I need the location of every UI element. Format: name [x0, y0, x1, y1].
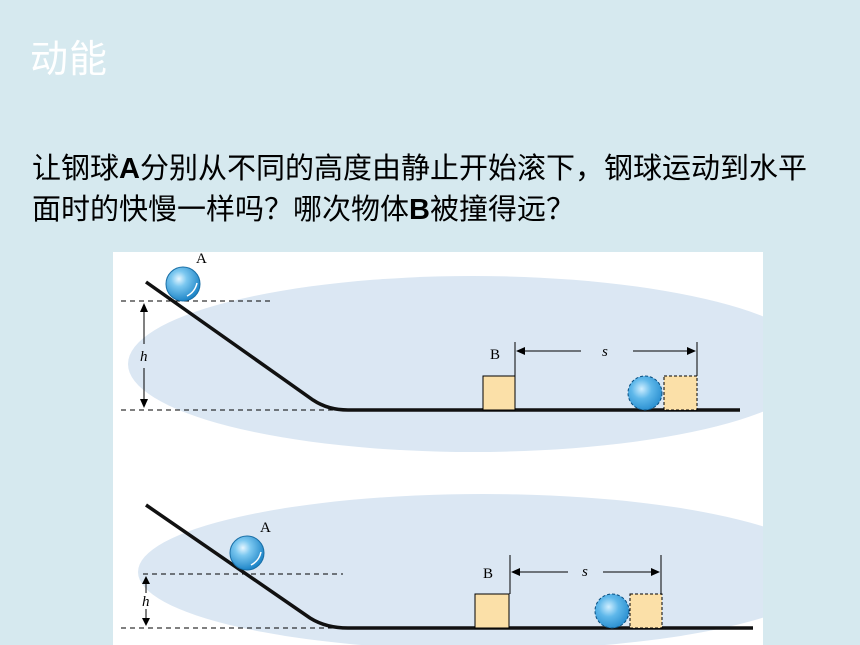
top-block-b	[482, 375, 516, 411]
question-part-3: 被撞得远？	[429, 192, 575, 226]
top-distance-label: s	[602, 344, 608, 360]
slide-title: 动能	[30, 37, 109, 81]
top-ball-label: A	[196, 252, 207, 267]
question-part-1: 让钢球	[32, 151, 120, 185]
bottom-shadow	[138, 494, 763, 645]
question-part-2: 分别从不同的高度由静止开始滚下，钢球运动到水平面时的快慢一样吗？哪次物体	[32, 151, 807, 226]
top-ball-highlight	[186, 282, 198, 297]
bottom-distance-arrowhead-right	[651, 568, 660, 576]
bottom-ball-a	[229, 535, 265, 571]
top-ball-a	[165, 266, 201, 302]
bottom-distance-label: s	[582, 564, 588, 580]
question-object-b: B	[409, 194, 430, 226]
bottom-distance-arrowhead-left	[511, 568, 520, 576]
bottom-scene: h A B s	[121, 494, 763, 645]
top-block-label: B	[490, 347, 500, 363]
experiment-figure: h A B s h	[113, 252, 763, 645]
bottom-block-final	[629, 593, 663, 629]
bottom-height-label: h	[142, 594, 150, 610]
top-scene: h A B s	[121, 252, 763, 452]
bottom-block-b	[474, 593, 510, 629]
top-distance-arrowhead-left	[516, 347, 525, 355]
top-shadow	[128, 276, 763, 452]
top-ball-final	[627, 375, 663, 411]
bottom-block-label: B	[483, 566, 493, 582]
bottom-ball-highlight	[250, 551, 262, 566]
bottom-height-arrowhead-upper	[142, 576, 150, 584]
question-text: 让钢球A分别从不同的高度由静止开始滚下，钢球运动到水平面时的快慢一样吗？哪次物体…	[32, 148, 832, 230]
question-ball-a: A	[119, 153, 140, 185]
top-distance-arrowhead-right	[687, 347, 696, 355]
top-height-arrowhead-upper	[140, 303, 148, 312]
top-height-label: h	[140, 349, 148, 365]
top-ramp	[144, 280, 740, 412]
bottom-ramp	[145, 503, 753, 630]
bottom-ball-label: A	[260, 520, 271, 536]
bottom-ball-final	[594, 593, 630, 629]
top-block-final	[663, 375, 698, 411]
experiment-diagram: h A B s h	[121, 252, 763, 645]
bottom-height-arrowhead-lower	[142, 618, 150, 626]
top-height-arrowhead-lower	[140, 399, 148, 408]
